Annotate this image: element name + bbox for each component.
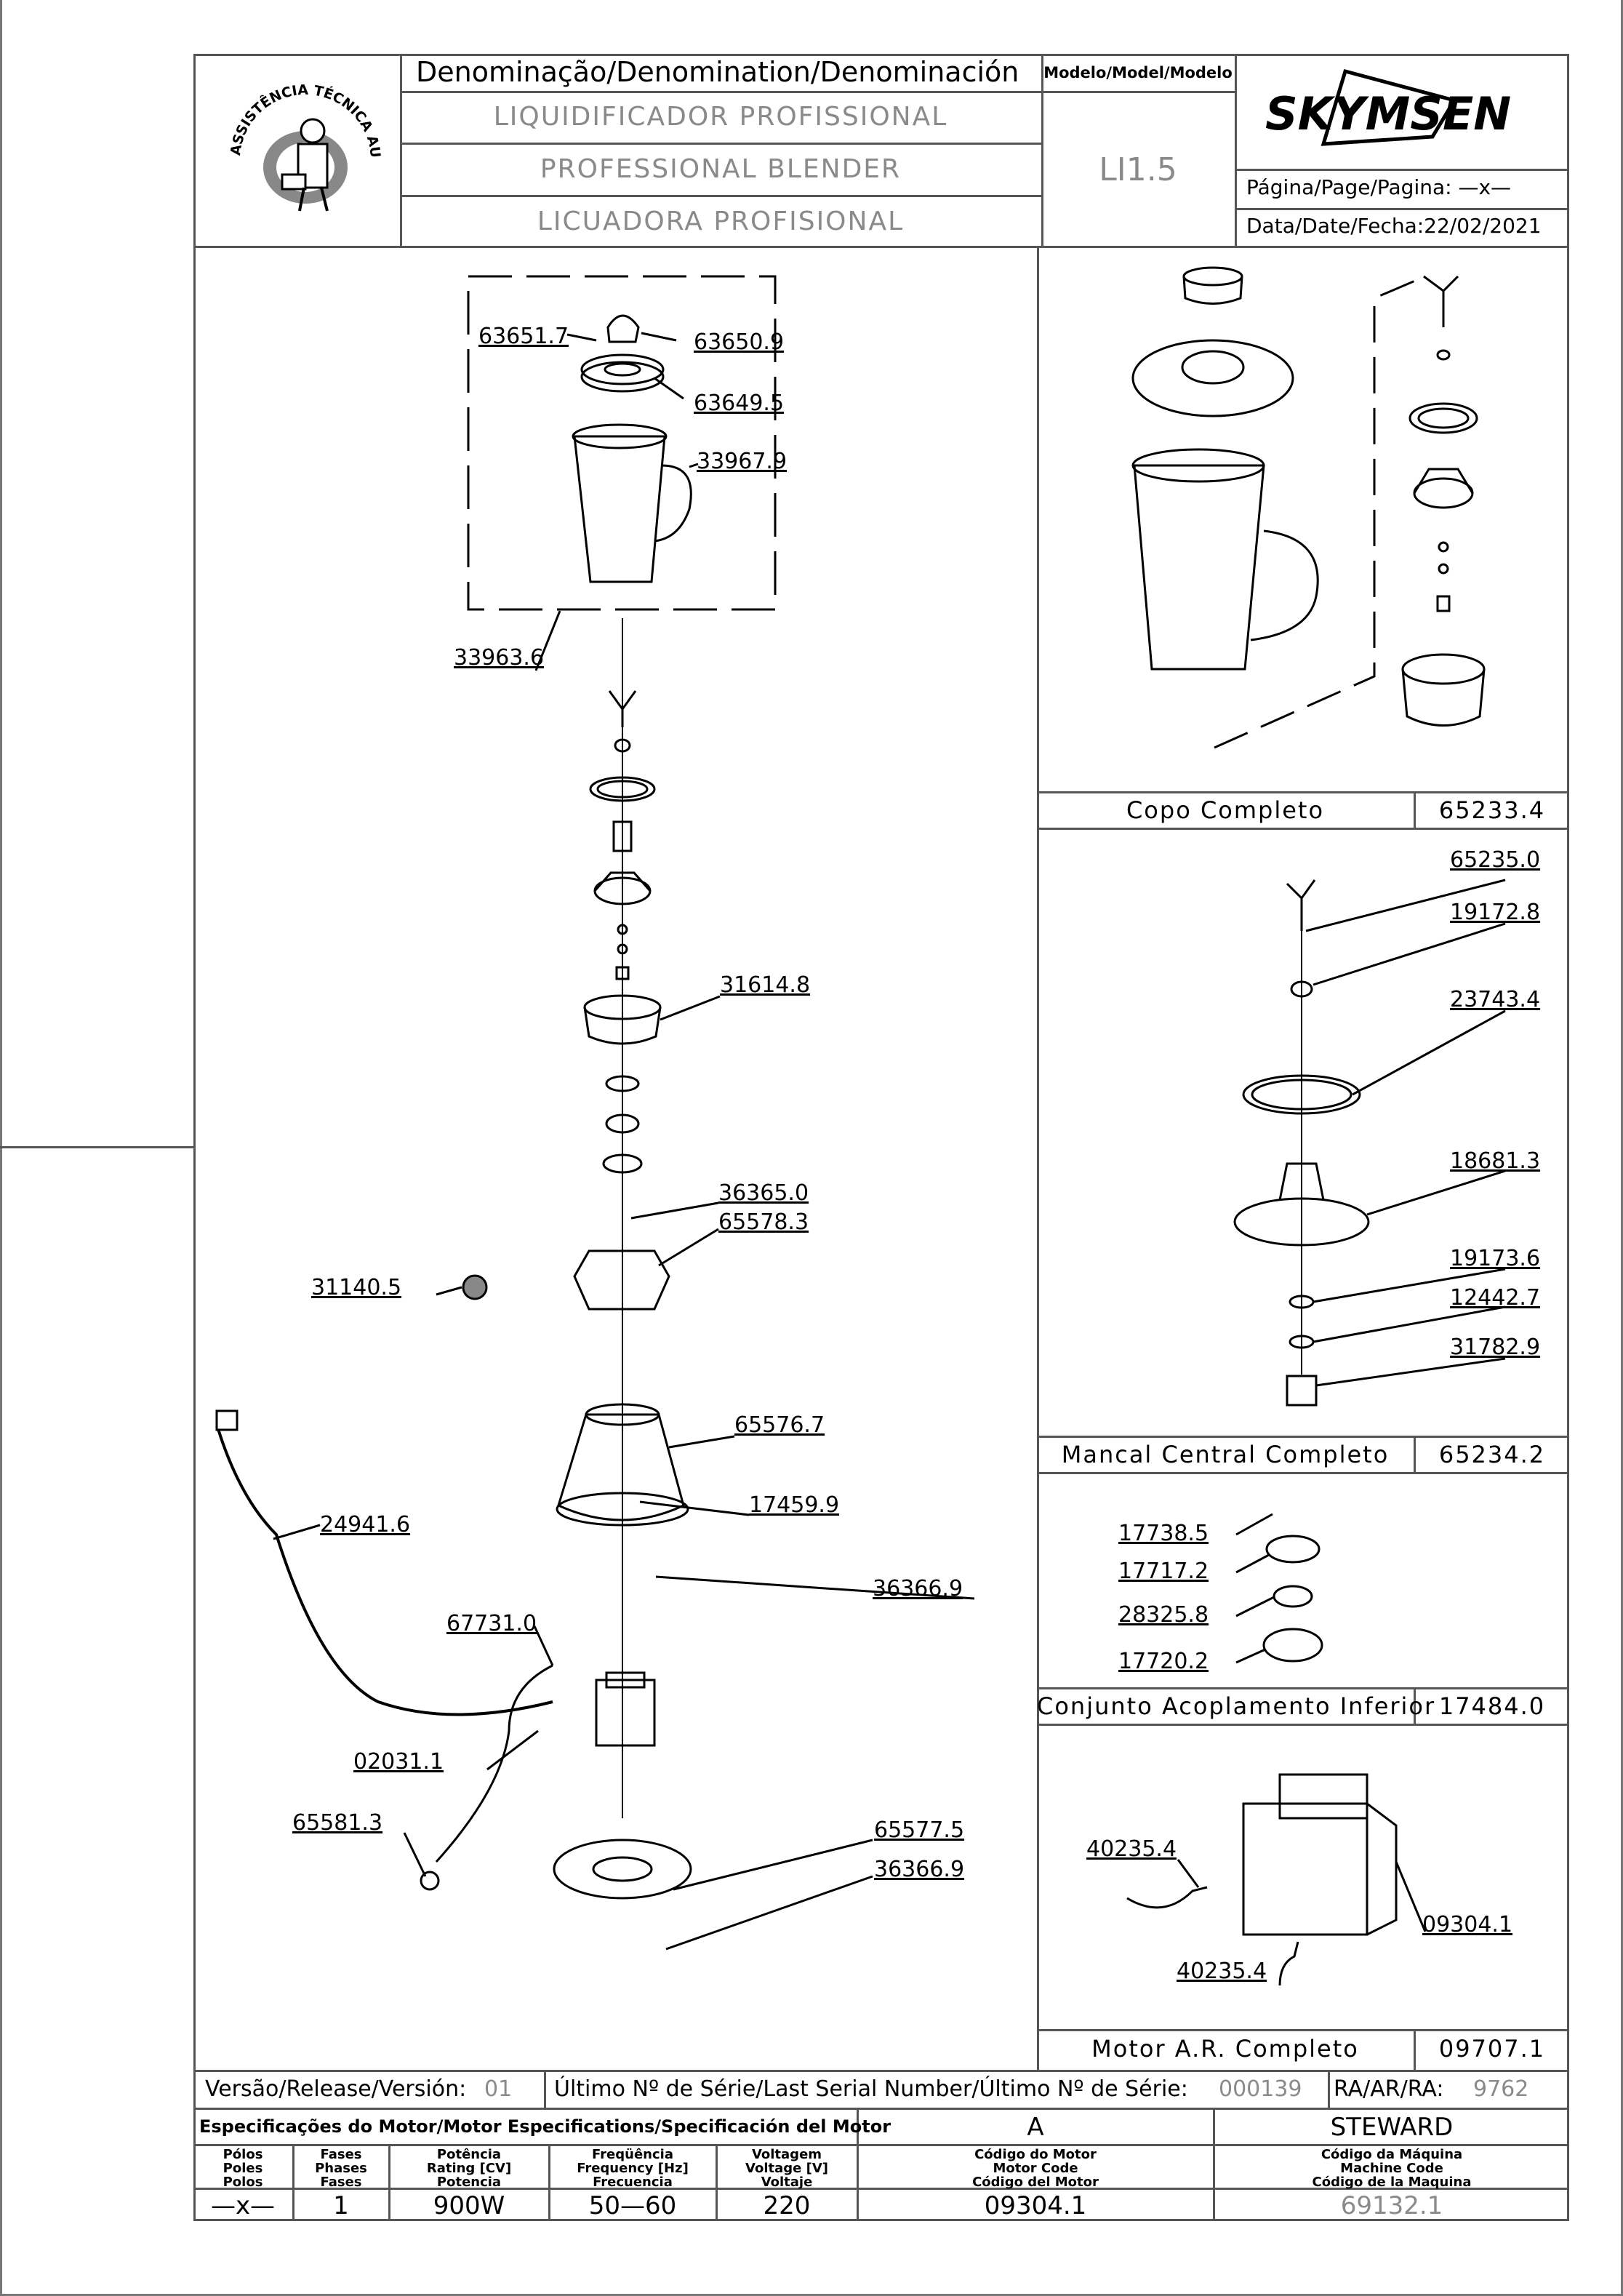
version-value: 01 [484,2076,513,2102]
assembly-name-coupling: Conjunto Acoplamento Inferior [1037,1692,1436,1720]
name-en: PROFESSIONAL BLENDER [540,154,902,184]
part-label: 19172.8 [1450,900,1541,925]
part-label: 31782.9 [1450,1335,1541,1360]
part-label: 67731.0 [446,1611,537,1636]
spec-value-machine-code: 69132.1 [1340,2191,1443,2220]
assembly-code-cup: 65233.4 [1438,796,1546,824]
part-label: 65577.5 [874,1817,965,1843]
part-label: 65581.3 [292,1810,383,1836]
model-value: LI1.5 [1099,151,1177,188]
part-label: 17717.2 [1118,1559,1209,1584]
assembly-name-motor: Motor A.R. Completo [1091,2035,1359,2063]
spec-value-rating: 900W [433,2191,505,2220]
spec-header-rating: Potência Rating [CV] Potencia [426,2147,512,2190]
assembly-name-cup: Copo Completo [1126,796,1325,824]
date-label: Data/Date/Fecha:22/02/2021 [1246,214,1542,238]
spec-value-poles: —x— [210,2191,276,2220]
spec-a: A [1027,2113,1044,2142]
authorized-service-badge: ASSISTÊNCIA TÉCNICA AUTORIZADA [218,65,393,240]
part-label: 02031.1 [353,1749,444,1775]
assembly-code-motor: 09707.1 [1438,2035,1546,2063]
version-label: Versão/Release/Versión: [205,2076,467,2102]
part-label: 36366.9 [873,1576,963,1601]
part-label: 18681.3 [1450,1148,1541,1174]
part-label: 36365.0 [718,1180,809,1206]
part-label: 12442.7 [1450,1285,1541,1311]
spec-header-machine-code: Código da Máquina Machine Code Código de… [1312,2147,1472,2190]
part-label: 17738.5 [1118,1521,1209,1546]
part-label: 36366.9 [874,1857,965,1882]
part-label: 33963.6 [454,645,545,671]
brand-logo: SKYMSEN [1236,57,1569,169]
model-title: Modelo/Model/Modelo [1043,64,1233,81]
serial-label: Último Nº de Série/Last Serial Number/Úl… [554,2076,1188,2102]
part-label: 63651.7 [478,324,569,349]
spec-header-poles: Pólos Poles Polos [223,2147,263,2190]
spec-value-frequency: 50—60 [588,2191,677,2220]
motor-spec-title: Especificações do Motor/Motor Especifica… [199,2116,891,2137]
spec-header-phases: Fases Phases Fases [315,2147,367,2190]
assembly-code-bearing: 65234.2 [1438,1441,1546,1468]
part-label: 63650.9 [694,329,785,355]
part-label: 23743.4 [1450,987,1541,1012]
part-label: 40235.4 [1086,1836,1177,1862]
part-label: 63649.5 [694,391,785,416]
denomination-title: Denominação/Denomination/Denominación [416,56,1019,88]
name-es: LICUADORA PROFISIONAL [537,207,905,236]
spec-steward: STEWARD [1330,2113,1454,2142]
spec-header-frequency: Freqüência Frequency [Hz] Frecuencia [577,2147,689,2190]
part-label: 17720.2 [1118,1649,1209,1674]
part-label: 65235.0 [1450,847,1541,873]
name-pt: LIQUIDIFICADOR PROFISSIONAL [493,102,948,132]
page-label: Página/Page/Pagina: —x— [1246,175,1512,199]
assembly-name-bearing: Mancal Central Completo [1061,1441,1390,1468]
ra-label: RA/AR/RA: [1334,2076,1444,2102]
spec-header-voltage: Voltagem Voltage [V] Voltaje [745,2147,828,2190]
spec-value-phases: 1 [333,2191,349,2220]
ra-value: 9762 [1473,2076,1529,2102]
part-label: 24941.6 [320,1512,411,1537]
spec-value-motor-code: 09304.1 [984,2191,1087,2220]
part-label: 28325.8 [1118,1602,1209,1628]
drawing-frame [193,54,1569,2221]
part-label: 65576.7 [734,1412,825,1438]
part-label: 31614.8 [720,972,811,998]
svg-text:SKYMSEN: SKYMSEN [1265,87,1511,140]
part-label: 40235.4 [1177,1959,1267,1984]
assembly-code-coupling: 17484.0 [1438,1692,1546,1720]
spec-header-motor-code: Código do Motor Motor Code Código del Mo… [972,2147,1099,2190]
part-label: 17459.9 [749,1492,840,1518]
part-label: 09304.1 [1422,1912,1513,1937]
serial-value: 000139 [1219,2076,1302,2102]
part-label: 19173.6 [1450,1246,1541,1271]
part-label: 65578.3 [718,1209,809,1235]
margin-line [0,1146,193,1148]
part-label: 31140.5 [311,1275,402,1300]
part-label: 33967.9 [697,449,788,474]
spec-value-voltage: 220 [763,2191,811,2220]
